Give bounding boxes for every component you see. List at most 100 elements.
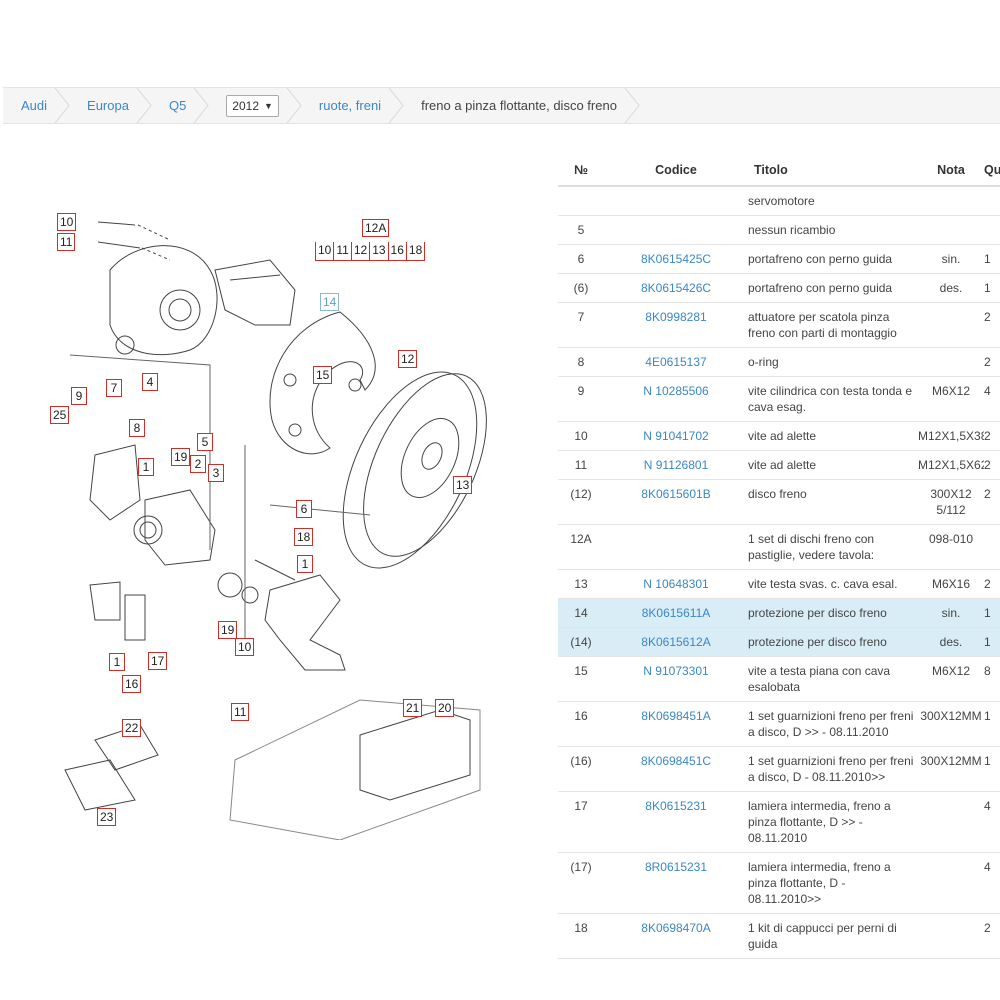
breadcrumb-item-region[interactable]: Europa (69, 88, 153, 123)
row-title: 1 set di dischi freno con pastiglie, ved… (748, 532, 875, 562)
part-code-link[interactable]: 8K0615601B (641, 487, 711, 501)
row-number: (16) (570, 754, 592, 768)
row-note (918, 348, 984, 376)
row-note: des. (939, 635, 963, 649)
breadcrumb-link[interactable]: ruote, freni (318, 98, 382, 113)
row-note: M12X1,5X62 (918, 458, 984, 472)
callout-15[interactable]: 15 (313, 366, 333, 384)
part-code-link[interactable]: N 91073301 (643, 664, 709, 678)
part-code-link[interactable]: 8K0615426C (640, 281, 712, 295)
callout-12[interactable]: 12 (398, 350, 418, 368)
header-quantity: Qu (984, 163, 1000, 177)
callout-4[interactable]: 4 (142, 373, 158, 391)
callout-25[interactable]: 25 (50, 406, 70, 424)
callout-22[interactable]: 22 (122, 719, 142, 737)
part-code-link[interactable]: 8K0698451A (641, 709, 711, 723)
row-title: nessun ricambio (748, 223, 836, 237)
callout-12A[interactable]: 12A (362, 219, 390, 237)
callout-5[interactable]: 5 (197, 433, 213, 451)
callout-7[interactable]: 7 (106, 379, 122, 397)
callout-1[interactable]: 1 (109, 653, 125, 671)
callout-18[interactable]: 18 (294, 528, 314, 546)
breadcrumb-current: freno a pinza flottante, disco freno (421, 98, 617, 113)
callout-16[interactable]: 16 (388, 242, 407, 260)
callout-1[interactable]: 1 (138, 458, 154, 476)
callout-17[interactable]: 17 (148, 652, 168, 670)
callout-3[interactable]: 3 (208, 464, 224, 482)
callout-14-selected[interactable]: 14 (320, 293, 340, 311)
breadcrumb-item-model[interactable]: Q5 (151, 88, 209, 123)
callout-16[interactable]: 16 (122, 675, 142, 693)
row-note (918, 853, 984, 913)
callout-11[interactable]: 11 (334, 242, 352, 260)
callout-20[interactable]: 20 (435, 699, 455, 717)
callout-10[interactable]: 10 (235, 638, 255, 656)
part-code-link[interactable]: N 10285506 (643, 384, 709, 398)
callout-13[interactable]: 13 (370, 242, 389, 260)
callout-9[interactable]: 9 (71, 387, 87, 405)
callout-19[interactable]: 19 (171, 448, 191, 466)
callout-18[interactable]: 18 (406, 242, 425, 260)
table-header: № Codice Titolo Nota Qu (558, 155, 1000, 187)
callout-23[interactable]: 23 (97, 808, 117, 826)
breadcrumb-item-brand[interactable]: Audi (3, 88, 70, 123)
row-note: sin. (941, 606, 961, 620)
callout-8[interactable]: 8 (129, 419, 145, 437)
part-code-link[interactable]: 8K0615612A (641, 635, 711, 649)
callout-11[interactable]: 11 (231, 703, 250, 721)
breadcrumb-item-section[interactable]: ruote, freni (301, 88, 404, 123)
part-code-link[interactable]: 8R0615231 (644, 860, 708, 874)
callout-1[interactable]: 1 (297, 555, 313, 573)
callout-21[interactable]: 21 (403, 699, 423, 717)
part-code-link[interactable]: 8K0698470A (641, 921, 711, 935)
row-quantity: 4 (984, 860, 991, 874)
part-code-link[interactable]: 8K0615231 (645, 799, 707, 813)
callout-6[interactable]: 6 (296, 500, 312, 518)
callout-13[interactable]: 13 (453, 476, 473, 494)
breadcrumb-link[interactable]: Q5 (168, 98, 187, 113)
part-code-link[interactable]: 4E0615137 (645, 355, 707, 369)
row-number: (17) (570, 860, 592, 874)
row-quantity: 4 (984, 799, 991, 813)
chevron-right-icon (135, 88, 153, 123)
breadcrumb-link[interactable]: Europa (87, 98, 129, 113)
callout-12[interactable]: 12 (351, 242, 371, 260)
part-code-link[interactable]: N 91126801 (643, 458, 709, 472)
part-code-link[interactable]: 8K0615611A (641, 606, 711, 620)
part-code-link[interactable]: 8K0698451C (640, 754, 712, 768)
part-code-link[interactable]: N 10648301 (643, 577, 709, 591)
callout-11[interactable]: 11 (57, 233, 76, 251)
part-code-link[interactable]: N 91041702 (643, 429, 709, 443)
table-row[interactable]: servomotore (558, 187, 1000, 216)
callout-2[interactable]: 2 (190, 455, 206, 473)
breadcrumb-item-year[interactable]: 2012▼ (208, 88, 302, 123)
callout-10[interactable]: 10 (316, 242, 335, 260)
breadcrumb-link[interactable]: Audi (21, 98, 48, 113)
caret-down-icon: ▼ (264, 100, 273, 111)
year-select[interactable]: 2012▼ (226, 94, 279, 117)
part-code-link[interactable]: 8K0615425C (640, 252, 712, 266)
part-code-link[interactable]: 8K0998281 (645, 310, 707, 324)
callout-19[interactable]: 19 (218, 621, 238, 639)
row-note (918, 792, 984, 852)
callout-10[interactable]: 10 (57, 213, 77, 231)
